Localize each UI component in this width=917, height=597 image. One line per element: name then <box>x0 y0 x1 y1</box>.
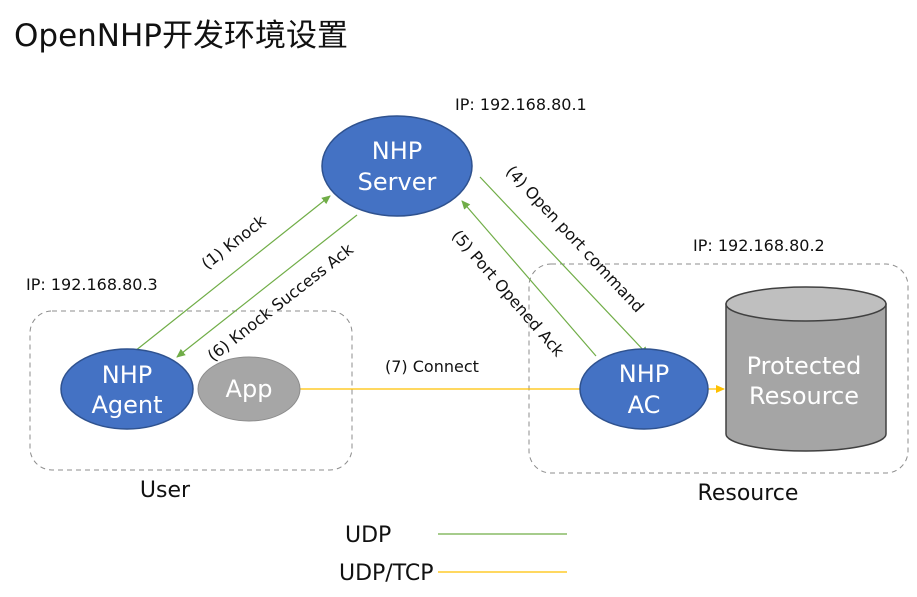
user-group-box <box>29 310 353 471</box>
nhp-agent-node: NHP Agent <box>60 348 194 430</box>
protected-resource-label-2: Resource <box>749 382 859 410</box>
nhp-agent-label-2: Agent <box>91 391 162 419</box>
nhp-agent-label-1: NHP <box>102 361 152 389</box>
open-port-arrow <box>479 176 649 356</box>
page-title: OpenNHP开发环境设置 <box>14 18 348 54</box>
nhp-server-label-1: NHP <box>372 137 422 165</box>
legend-udp-label: UDP <box>345 523 391 548</box>
open-port-label: (4) Open port command <box>502 162 648 316</box>
port-opened-label: (5) Port Opened Ack <box>448 226 569 361</box>
legend: UDP UDP/TCP <box>339 523 567 586</box>
nhp-server-node: NHP Server <box>321 115 473 217</box>
protected-resource-label-1: Protected <box>747 352 862 380</box>
nhp-ac-label-1: NHP <box>619 360 669 388</box>
nhp-agent-ip: IP: 192.168.80.3 <box>26 275 158 294</box>
legend-udp-tcp-label: UDP/TCP <box>339 561 434 586</box>
resource-group-box <box>528 263 909 474</box>
nhp-server-label-2: Server <box>358 168 437 196</box>
nhp-ac-ip: IP: 192.168.80.2 <box>693 236 825 255</box>
nhp-ac-label-2: AC <box>628 391 661 419</box>
protected-resource-node: Protected Resource <box>725 286 887 452</box>
app-node: App <box>197 356 301 422</box>
nhp-server-ip: IP: 192.168.80.1 <box>455 95 587 114</box>
nhp-ac-node: NHP AC <box>579 348 709 430</box>
knock-arrow <box>129 195 331 356</box>
app-label: App <box>226 375 273 403</box>
port-opened-arrow <box>461 200 597 357</box>
connect-label: (7) Connect <box>385 357 479 376</box>
knock-success-arrow <box>176 214 358 358</box>
knock-label: (1) Knock <box>198 211 270 273</box>
user-group-label: User <box>140 478 191 503</box>
resource-group-label: Resource <box>698 481 799 506</box>
